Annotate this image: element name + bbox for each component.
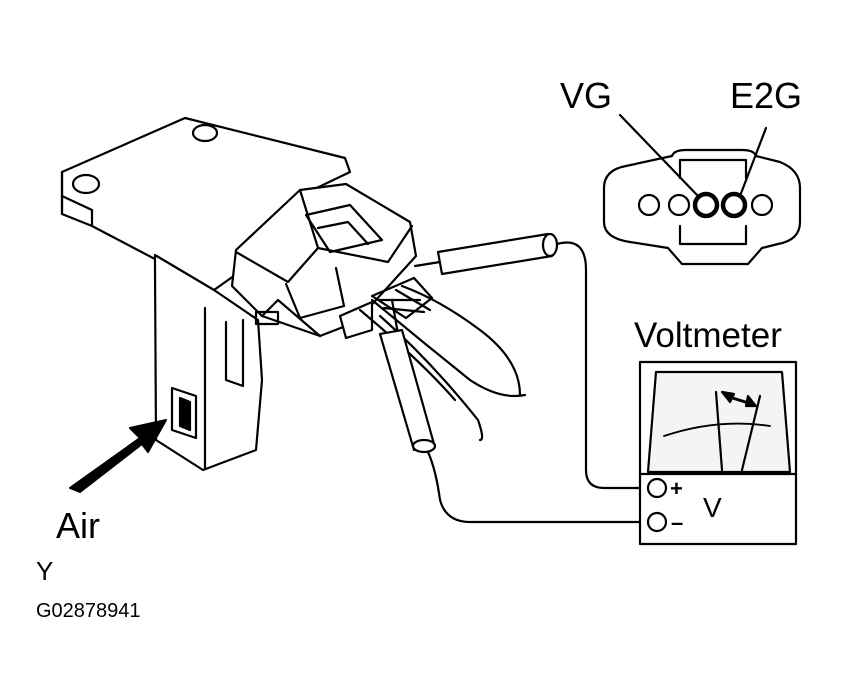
pin-5 [750,193,774,217]
mount-hole-left [71,173,101,195]
lead-negative [426,450,652,524]
lead-positive [555,241,652,490]
label-vg: VG [560,75,613,116]
meter-housing-edge [60,170,94,228]
corner-mark: Y [36,556,54,586]
connector-face [602,113,802,266]
air-arrow [69,419,167,493]
voltmeter-unit: V [703,492,722,523]
voltmeter-title: Voltmeter [634,316,782,355]
air-flow-meter [60,116,352,472]
air-label: Air [56,505,100,546]
pin-1 [637,193,661,217]
probe-positive [413,232,652,490]
label-e2g: E2G [730,75,803,116]
probe-negative [378,298,652,524]
terminal-positive [646,477,668,499]
air-inlet-slot [170,386,198,440]
voltmeter [638,360,798,546]
pin-e2g [720,191,748,219]
pin-2 [667,193,691,217]
voltmeter-needle-1 [714,390,724,472]
swing-arrow-head-right [744,394,758,408]
air-inlet-slot-inner [178,396,192,432]
meter-connector [230,182,527,442]
mount-hole-right [191,123,219,143]
leader-e2g [738,126,768,198]
terminal-minus-label: – [671,510,684,535]
terminal-negative [646,511,668,533]
figure-code: G02878941 [36,600,141,622]
pin-vg [692,191,720,219]
probe-channel [203,306,245,470]
terminal-plus-label: + [670,476,683,501]
voltmeter-needle-2 [740,394,762,472]
wire-harness [358,284,527,442]
swing-arrow-head-left [720,390,736,404]
leader-vg [618,113,700,198]
